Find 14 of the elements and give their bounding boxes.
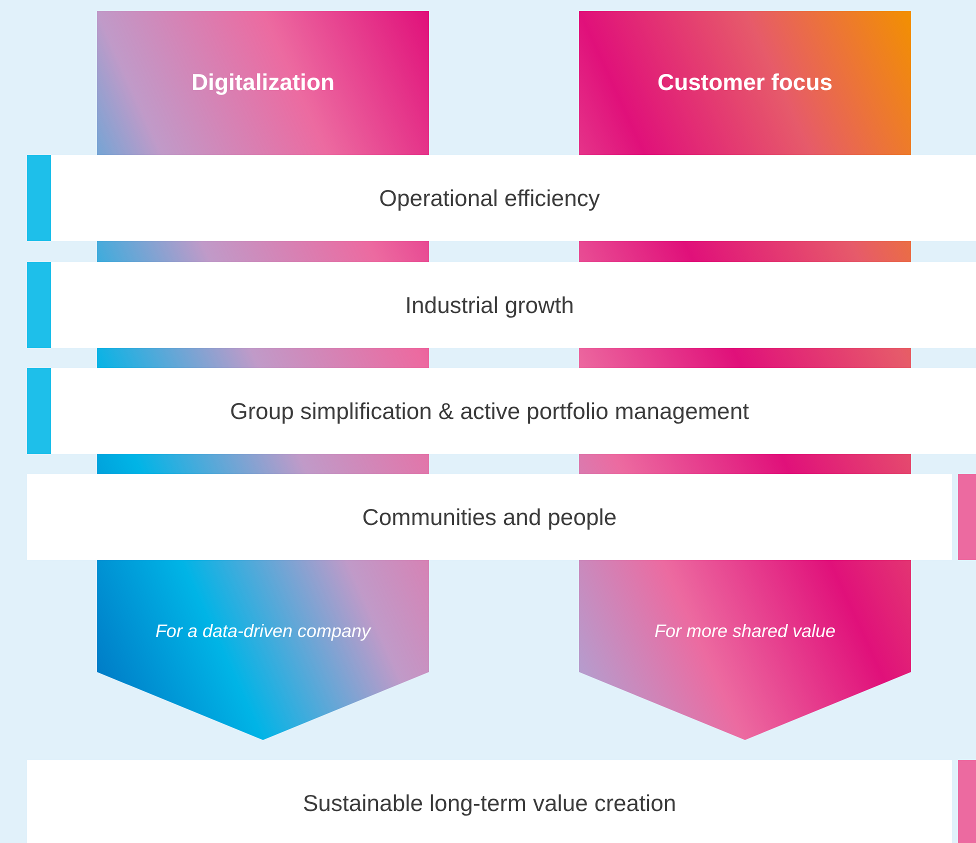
band-label: Group simplification & active portfolio management <box>230 396 750 426</box>
band-label: Industrial growth <box>405 290 574 320</box>
band-label: Operational efficiency <box>379 184 600 213</box>
pillar-heading: Digitalization <box>190 68 336 97</box>
band-label: Communities and people <box>362 502 617 532</box>
text-band <box>27 474 952 560</box>
text-band <box>51 262 976 348</box>
pillar-subtitle: For more shared value <box>653 620 837 643</box>
band-label: Sustainable long-term value creation <box>302 788 676 818</box>
text-band <box>51 368 976 454</box>
text-band <box>51 155 976 241</box>
text-band <box>27 760 952 843</box>
pillar-subtitle: For a data-driven company <box>154 620 372 643</box>
pillar-heading: Customer focus <box>656 68 834 97</box>
